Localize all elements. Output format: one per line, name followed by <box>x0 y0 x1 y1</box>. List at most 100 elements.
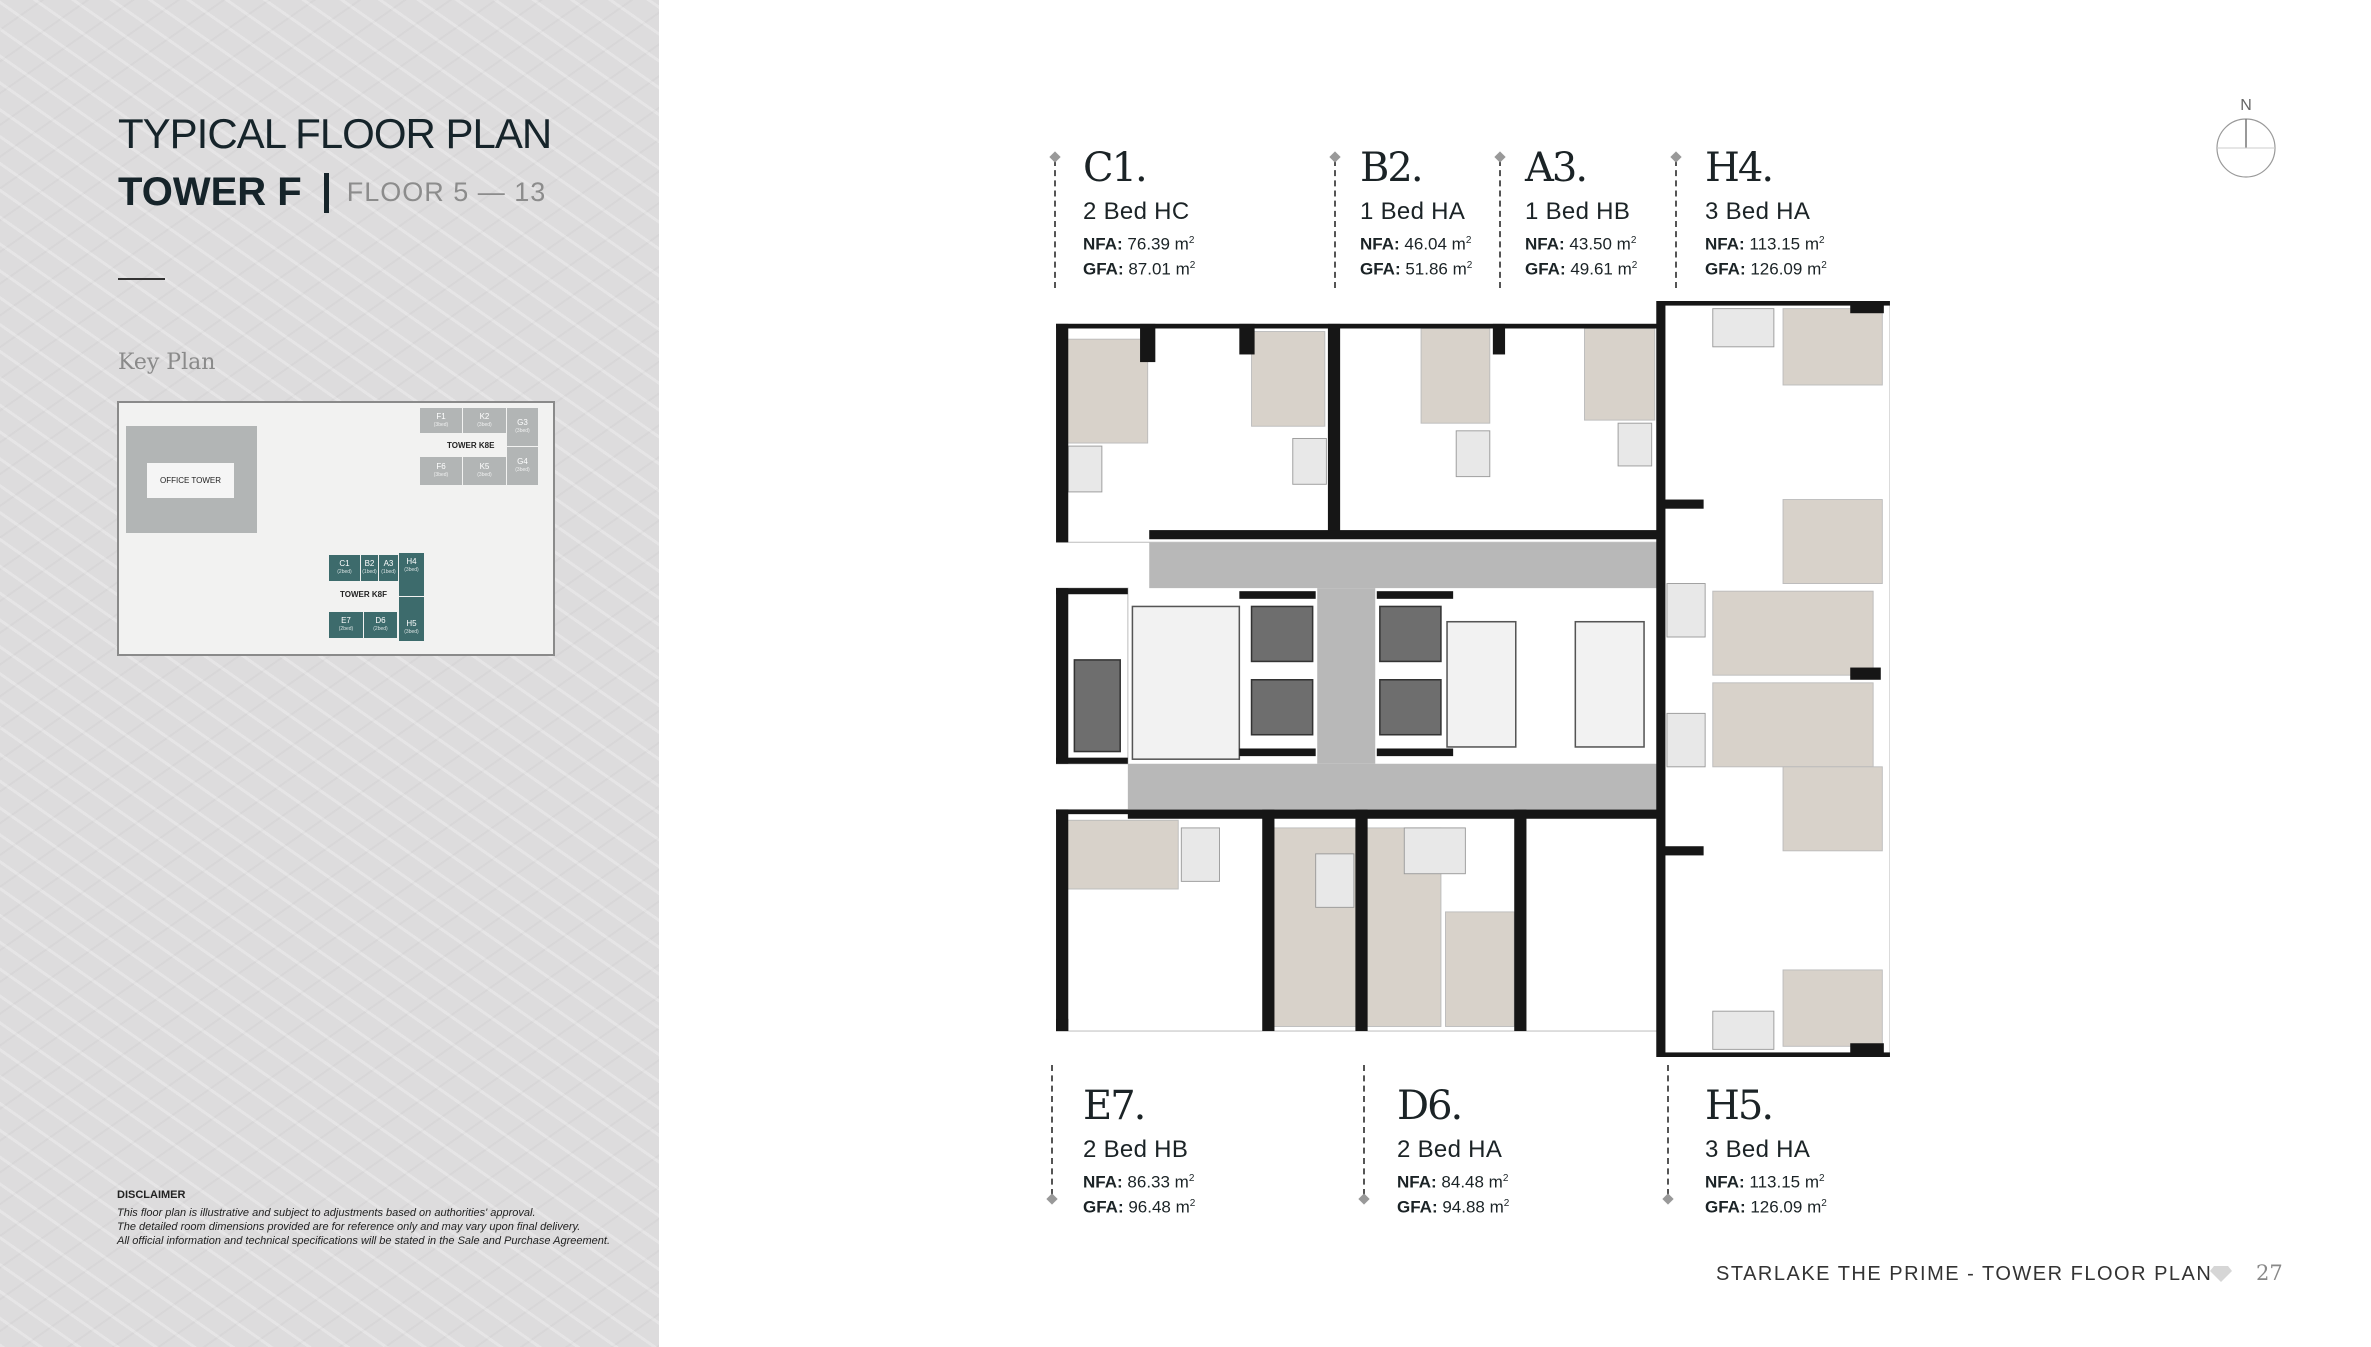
unit-beds: (1bed) <box>381 569 396 575</box>
diamond-marker-icon <box>1358 1193 1370 1205</box>
unit-beds: (3bed) <box>515 467 530 473</box>
disclaimer-line: This floor plan is illustrative and subj… <box>117 1207 536 1219</box>
diamond-logo-icon <box>2210 1266 2232 1282</box>
unit-gfa: GFA: 126.09 m2 <box>1705 255 1827 280</box>
nfa-label: NFA: <box>1705 234 1745 254</box>
unit-nfa: NFA: 86.33 m2 <box>1083 1168 1195 1193</box>
unit-label-d6: D6. 2 Bed HA NFA: 84.48 m2 GFA: 94.88 m2 <box>1397 1084 1509 1217</box>
key-unit-d6: D6(2bed) <box>364 612 397 638</box>
nfa-label: NFA: <box>1360 234 1400 254</box>
bathrooms <box>1067 308 1775 1050</box>
unit-code: D6. <box>1397 1083 1463 1129</box>
nfa-value: 113.15 m <box>1749 234 1820 254</box>
unit-type: 3 Bed HA <box>1705 1136 1811 1163</box>
gfa-value: 126.09 m <box>1750 1197 1822 1217</box>
nfa-label: NFA: <box>1705 1172 1745 1192</box>
unit-code: C1. <box>1083 145 1148 191</box>
key-unit-c1: C1(2bed) <box>329 555 360 581</box>
disclaimer-line: All official information and technical s… <box>117 1235 611 1247</box>
sq-sup: 2 <box>1189 1197 1196 1209</box>
unit-label-a3: A3. 1 Bed HB NFA: 43.50 m2 GFA: 49.61 m2 <box>1525 146 1637 279</box>
diamond-marker-icon <box>1670 151 1682 163</box>
unit-beds: (3bed) <box>477 421 492 428</box>
unit-beds: (3bed) <box>477 472 492 478</box>
leader-line <box>1675 160 1677 288</box>
unit-code: F6 <box>436 462 446 471</box>
gfa-value: 51.86 m <box>1405 259 1467 279</box>
unit-code: H4 <box>406 557 417 566</box>
sq-sup: 2 <box>1819 1173 1825 1184</box>
gfa-label: GFA: <box>1360 259 1401 279</box>
gfa-value: 87.01 m <box>1128 259 1190 279</box>
unit-gfa: GFA: 126.09 m2 <box>1705 1193 1827 1218</box>
unit-label-e7: E7. 2 Bed HB NFA: 86.33 m2 GFA: 96.48 m2 <box>1083 1084 1195 1217</box>
tower-k8f-label: TOWER K8F <box>340 590 387 599</box>
unit-code: F1 <box>436 411 446 421</box>
sq-sup: 2 <box>1503 1197 1510 1209</box>
north-compass-icon: N <box>2216 97 2276 178</box>
sq-sup: 2 <box>1502 1173 1509 1184</box>
compass-label: N <box>2240 97 2252 114</box>
tower-k8e-label: TOWER K8E <box>447 441 495 450</box>
office-tower-label: OFFICE TOWER <box>147 463 234 498</box>
nfa-value: 46.04 m <box>1404 234 1466 254</box>
disclaimer: DISCLAIMER This floor plan is illustrati… <box>117 1188 610 1248</box>
key-unit-e7: E7(2bed) <box>329 612 363 638</box>
gfa-label: GFA: <box>1705 1197 1746 1217</box>
gfa-label: GFA: <box>1397 1197 1438 1217</box>
unit-code: A3 <box>383 559 394 568</box>
unit-gfa: GFA: 94.88 m2 <box>1397 1193 1509 1218</box>
unit-code: B2. <box>1360 145 1424 191</box>
bedrooms <box>1063 308 1883 1047</box>
diamond-marker-icon <box>1662 1193 1674 1205</box>
diamond-marker-icon <box>1046 1193 1058 1205</box>
unit-code: K2 <box>479 411 490 421</box>
key-unit-h5: H5(3bed) <box>399 597 424 641</box>
key-unit-f1: F1(3bed) <box>420 408 462 433</box>
separator <box>323 172 329 213</box>
structural-walls <box>1056 301 1890 1057</box>
unit-nfa: NFA: 43.50 m2 <box>1525 230 1637 255</box>
corridor <box>1127 542 1661 810</box>
sq-sup: 2 <box>1466 259 1473 271</box>
unit-code: G3 <box>517 418 528 427</box>
unit-beds: (1bed) <box>362 569 377 575</box>
nfa-value: 76.39 m <box>1127 234 1189 254</box>
sq-sup: 2 <box>1821 1197 1827 1209</box>
gfa-value: 96.48 m <box>1128 1197 1190 1217</box>
nfa-label: NFA: <box>1083 1172 1123 1192</box>
key-unit-h4: H4(3bed) <box>399 553 424 596</box>
unit-code: B2 <box>364 559 375 568</box>
unit-beds: (3bed) <box>515 428 530 434</box>
key-unit-k2: K2(3bed) <box>463 408 506 433</box>
nfa-label: NFA: <box>1525 234 1565 254</box>
unit-nfa: NFA: 46.04 m2 <box>1360 230 1472 255</box>
key-plan: OFFICE TOWER F1(3bed) K2(3bed) G3(3bed) … <box>117 401 555 656</box>
diamond-marker-icon <box>1049 151 1061 163</box>
disclaimer-line: The detailed room dimensions provided ar… <box>117 1221 581 1233</box>
key-unit-k5: K5(3bed) <box>463 457 506 485</box>
left-panel: TYPICAL FLOOR PLAN TOWER F FLOOR 5 — 13 … <box>0 0 659 1347</box>
sq-sup: 2 <box>1465 235 1472 246</box>
elevators <box>1073 605 1442 753</box>
unit-beds: (2bed) <box>373 626 388 632</box>
unit-beds: (2bed) <box>338 626 354 632</box>
key-unit-a3: A3(1bed) <box>379 555 398 581</box>
unit-code: E7. <box>1083 1083 1146 1129</box>
key-unit-g4: G4(3bed) <box>507 447 538 485</box>
key-plan-title: Key Plan <box>118 350 216 375</box>
unit-nfa: NFA: 84.48 m2 <box>1397 1168 1509 1193</box>
leader-line <box>1499 160 1501 288</box>
divider <box>118 278 165 280</box>
unit-nfa: NFA: 113.15 m2 <box>1705 1168 1827 1193</box>
unit-code: H4. <box>1705 145 1774 191</box>
unit-nfa: NFA: 113.15 m2 <box>1705 230 1827 255</box>
page-title: TYPICAL FLOOR PLAN <box>118 110 552 157</box>
unit-type: 3 Bed HA <box>1705 198 1811 225</box>
sq-sup: 2 <box>1819 235 1825 246</box>
tower-heading: TOWER F FLOOR 5 — 13 <box>118 170 546 215</box>
nfa-value: 43.50 m <box>1569 234 1631 254</box>
unit-code: H5. <box>1705 1083 1774 1129</box>
unit-beds: (2bed) <box>337 569 352 575</box>
unit-label-h4: H4. 3 Bed HA NFA: 113.15 m2 GFA: 126.09 … <box>1705 146 1827 279</box>
